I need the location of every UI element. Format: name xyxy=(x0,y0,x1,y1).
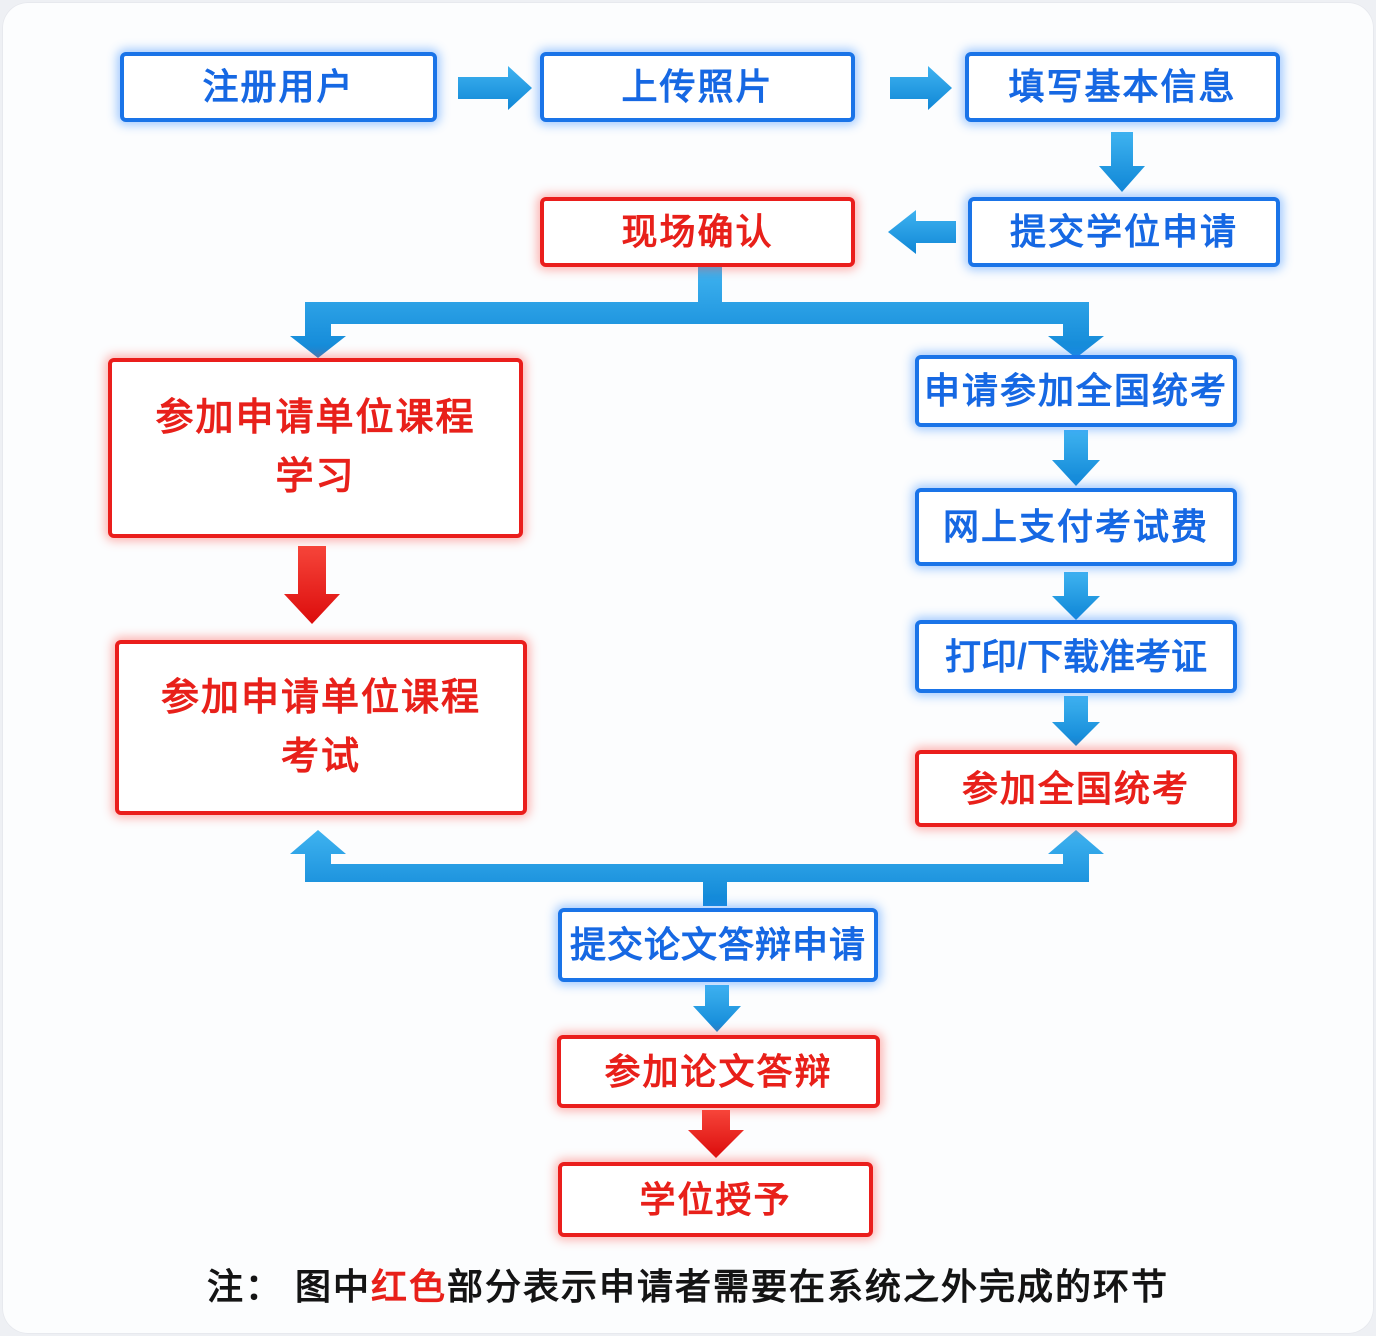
node-degree-conferral: 学位授予 xyxy=(558,1162,873,1237)
node-print-admission-ticket: 打印/下载准考证 xyxy=(915,620,1237,693)
node-register-user: 注册用户 xyxy=(120,52,437,122)
node-apply-national-exam: 申请参加全国统考 xyxy=(915,355,1237,427)
arrow-pay-to-print-icon xyxy=(1052,572,1100,620)
node-onsite-confirmation: 现场确认 xyxy=(540,197,855,267)
footnote-prefix: 注： 图中 xyxy=(206,1266,371,1307)
arrow-study-to-exam-icon xyxy=(284,546,340,624)
arrow-fillinfo-to-submit-icon xyxy=(1099,132,1145,192)
arrow-apply-to-pay-icon xyxy=(1052,430,1100,486)
arrow-register-to-upload-icon xyxy=(458,66,532,110)
node-course-exam: 参加申请单位课程 考试 xyxy=(115,640,527,815)
node-submit-degree-application: 提交学位申请 xyxy=(968,197,1280,267)
arrow-submit-to-onsite-icon xyxy=(888,210,956,254)
merge-connector-icon xyxy=(290,830,1104,906)
footnote-highlight: 红色 xyxy=(370,1266,447,1307)
footnote: 注： 图中红色部分表示申请者需要在系统之外完成的环节 xyxy=(0,1258,1376,1310)
node-submit-defense-application: 提交论文答辩申请 xyxy=(558,908,878,982)
footnote-suffix: 部分表示申请者需要在系统之外完成的环节 xyxy=(447,1266,1170,1307)
arrow-upload-to-fillinfo-icon xyxy=(890,66,952,110)
node-fill-basic-info: 填写基本信息 xyxy=(965,52,1280,122)
node-attend-thesis-defense: 参加论文答辩 xyxy=(557,1035,880,1108)
arrow-defense-to-award-icon xyxy=(688,1110,744,1158)
split-connector-icon xyxy=(290,267,1104,358)
node-pay-exam-fee-online: 网上支付考试费 xyxy=(915,488,1237,566)
node-upload-photo: 上传照片 xyxy=(540,52,855,122)
arrow-defapp-to-defense-icon xyxy=(693,985,741,1032)
node-take-national-exam: 参加全国统考 xyxy=(915,750,1237,827)
arrow-print-to-take-icon xyxy=(1052,696,1100,746)
node-course-study: 参加申请单位课程 学习 xyxy=(108,358,523,538)
